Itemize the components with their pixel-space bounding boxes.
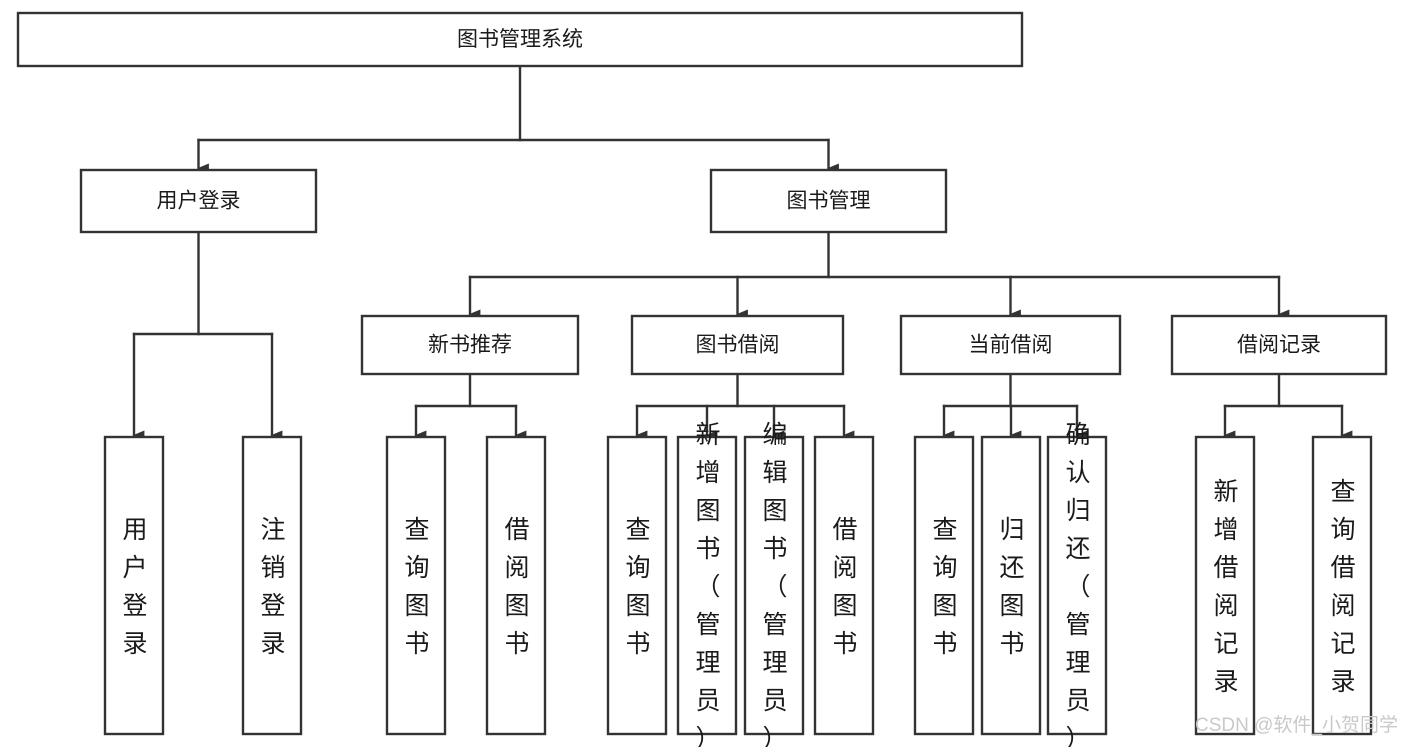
node-label: 用户登录 <box>122 516 147 658</box>
node-label: 图书管理 <box>787 190 871 213</box>
leaf-node-leaf-query-record[interactable]: 查询借阅记录 <box>1311 435 1373 736</box>
level2-node-book-manage[interactable]: 图书管理 <box>709 168 948 234</box>
node-label: 新增借阅记录 <box>1213 478 1238 696</box>
leaf-node-leaf-logout[interactable]: 注销登录 <box>241 435 303 736</box>
root-node-root[interactable]: 图书管理系统 <box>16 11 1024 68</box>
level2-node-user-login[interactable]: 用户登录 <box>79 168 318 234</box>
leaf-node-leaf-query-book-cb[interactable]: 查询图书 <box>913 435 975 736</box>
node-box <box>606 435 668 736</box>
node-box <box>360 314 580 376</box>
leaf-node-leaf-edit-book[interactable]: 编辑图书（管理员） <box>743 421 805 747</box>
node-label: 当前借阅 <box>969 334 1053 357</box>
node-label: 查询图书 <box>625 516 650 658</box>
leaf-node-leaf-user-login[interactable]: 用户登录 <box>103 435 165 736</box>
leaf-node-leaf-return-book[interactable]: 归还图书 <box>980 435 1042 736</box>
leaf-node-leaf-add-record[interactable]: 新增借阅记录 <box>1194 435 1256 736</box>
node-box <box>485 435 547 736</box>
node-box <box>16 11 1024 68</box>
node-label: 新增图书（管理员） <box>695 421 720 747</box>
node-label: 查询借阅记录 <box>1330 478 1355 696</box>
level3-node-current-borrow[interactable]: 当前借阅 <box>899 314 1122 376</box>
leaf-node-leaf-confirm-return[interactable]: 确认归还（管理员） <box>1046 421 1108 747</box>
node-label: 编辑图书（管理员） <box>762 421 787 747</box>
level3-node-book-borrow[interactable]: 图书借阅 <box>630 314 845 376</box>
leaf-node-leaf-query-book-rec[interactable]: 查询图书 <box>385 435 447 736</box>
connector-layer <box>132 64 1353 440</box>
node-label: 归还图书 <box>999 516 1024 658</box>
node-box <box>899 314 1122 376</box>
node-box <box>813 435 875 736</box>
node-box <box>79 168 318 234</box>
leaf-node-leaf-query-book-bb[interactable]: 查询图书 <box>606 435 668 736</box>
leaf-node-leaf-borrow-book-bb[interactable]: 借阅图书 <box>813 435 875 736</box>
node-label: 查询图书 <box>932 516 957 658</box>
csdn-watermark: CSDN @软件_小贺同学 <box>1195 714 1398 736</box>
node-label: 借阅记录 <box>1237 334 1321 357</box>
level3-node-new-book-rec[interactable]: 新书推荐 <box>360 314 580 376</box>
node-box <box>1170 314 1388 376</box>
node-label: 借阅图书 <box>832 516 857 658</box>
node-box <box>103 435 165 736</box>
node-box <box>385 435 447 736</box>
node-box <box>743 435 805 736</box>
node-label: 新书推荐 <box>428 334 512 357</box>
node-label: 注销登录 <box>260 516 285 658</box>
node-box <box>241 435 303 736</box>
node-box <box>630 314 845 376</box>
node-box <box>676 435 738 736</box>
node-label: 图书借阅 <box>696 334 780 357</box>
node-label: 借阅图书 <box>504 516 529 658</box>
node-box <box>709 168 948 234</box>
node-box <box>1046 435 1108 736</box>
node-box <box>1194 435 1256 736</box>
node-box <box>1311 435 1373 736</box>
node-box <box>980 435 1042 736</box>
leaf-node-leaf-add-book[interactable]: 新增图书（管理员） <box>676 421 738 747</box>
node-label: 用户登录 <box>157 190 241 213</box>
node-layer: 图书管理系统用户登录图书管理新书推荐图书借阅当前借阅借阅记录用户登录注销登录查询… <box>16 11 1388 747</box>
node-label: 查询图书 <box>404 516 429 658</box>
node-label: 图书管理系统 <box>457 28 583 51</box>
level3-node-borrow-record[interactable]: 借阅记录 <box>1170 314 1388 376</box>
node-box <box>913 435 975 736</box>
leaf-node-leaf-borrow-book-rec[interactable]: 借阅图书 <box>485 435 547 736</box>
node-label: 确认归还（管理员） <box>1065 421 1090 747</box>
